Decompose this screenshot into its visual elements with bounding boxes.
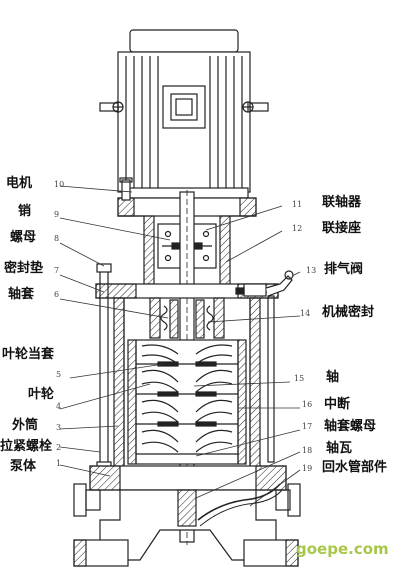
impeller-stack [127,339,247,465]
label-pin: 销 [18,204,32,219]
label-no-3: 3 [56,423,62,432]
label-shaft: 轴 [326,370,340,385]
exhaust-valve [235,270,294,297]
label-impeller-spacer: 叶轮当套 [2,347,55,362]
label-no-4: 4 [56,402,62,411]
label-motor: 电机 [6,176,33,191]
label-sleeve-nut: 轴套螺母 [324,419,377,434]
label-no-10: 10 [54,180,65,189]
pump-body [73,465,301,567]
label-no-1: 1 [56,459,62,468]
label-no-2: 2 [56,443,62,452]
label-nut: 螺母 [10,230,37,245]
watermark: goepe.com [296,540,389,558]
label-no-15: 15 [294,374,305,383]
label-mechanical-seal: 机械密封 [322,305,375,320]
label-no-11: 11 [292,200,303,209]
label-no-12: 12 [292,224,303,233]
label-no-17: 17 [302,422,313,431]
label-no-8: 8 [54,234,60,243]
label-no-14: 14 [300,309,311,318]
label-impeller: 叶轮 [28,387,55,402]
label-sleeve: 轴套 [8,287,35,302]
label-pump-body: 泵体 [10,459,37,474]
label-no-16: 16 [302,400,313,409]
label-outer-barrel: 外筒 [12,418,39,433]
label-return-pipe: 回水管部件 [322,460,388,475]
label-connecting-seat: 联接座 [322,221,362,236]
label-no-13: 13 [306,266,317,275]
label-no-6: 6 [54,290,60,299]
label-bearing-shell: 轴瓦 [326,441,353,456]
label-no-18: 18 [302,446,313,455]
label-no-5: 5 [56,370,62,379]
label-exhaust-valve: 排气阀 [324,262,364,277]
leaders-right [193,205,301,507]
label-no-9: 9 [54,210,60,219]
label-tie-bolt: 拉紧螺栓 [0,439,53,454]
leaders-left [59,185,171,477]
label-middle-section: 中断 [324,397,351,412]
label-no-7: 7 [54,266,60,275]
label-coupling: 联轴器 [322,195,362,210]
label-no-19: 19 [302,464,313,473]
motor [99,29,269,199]
label-gasket: 密封垫 [4,261,44,276]
